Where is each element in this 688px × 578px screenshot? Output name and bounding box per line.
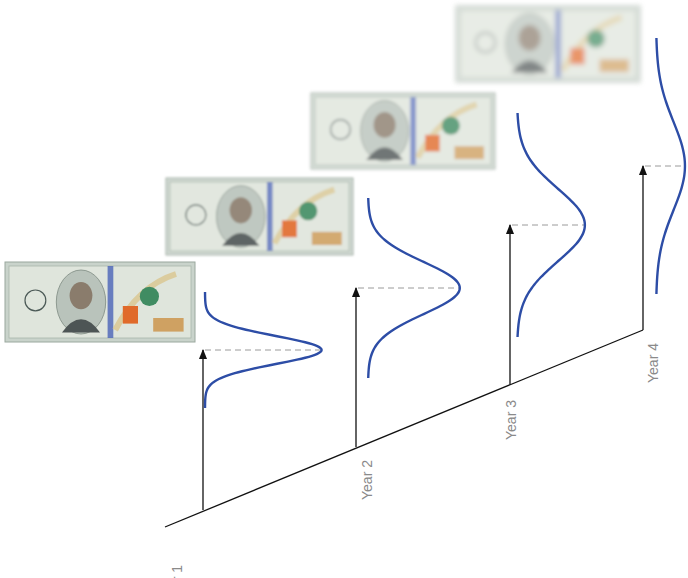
- distribution-curve: [518, 113, 585, 337]
- distribution-curve: [368, 198, 460, 378]
- year-label: Year 1: [170, 565, 184, 578]
- expected-value-arrow: [642, 166, 643, 330]
- expected-value-arrow: [202, 350, 203, 510]
- year-label: Year 2: [360, 460, 374, 500]
- dashed-guide: [358, 288, 460, 289]
- time-axis: [165, 330, 643, 527]
- hundred-dollar-bill: [5, 262, 195, 342]
- hundred-dollar-bill: [456, 6, 640, 82]
- hundred-dollar-bill: [166, 178, 353, 255]
- year-label: Year 4: [646, 343, 660, 383]
- year-label: Year 3: [504, 400, 518, 440]
- dashed-guide: [512, 225, 585, 226]
- distribution-curve: [656, 38, 685, 294]
- expected-value-arrow: [355, 288, 356, 447]
- hundred-dollar-bill: [311, 93, 495, 169]
- distribution-curve: [205, 292, 322, 408]
- dashed-guide: [645, 166, 685, 167]
- dashed-guide: [205, 350, 322, 351]
- expected-value-arrow: [509, 225, 510, 385]
